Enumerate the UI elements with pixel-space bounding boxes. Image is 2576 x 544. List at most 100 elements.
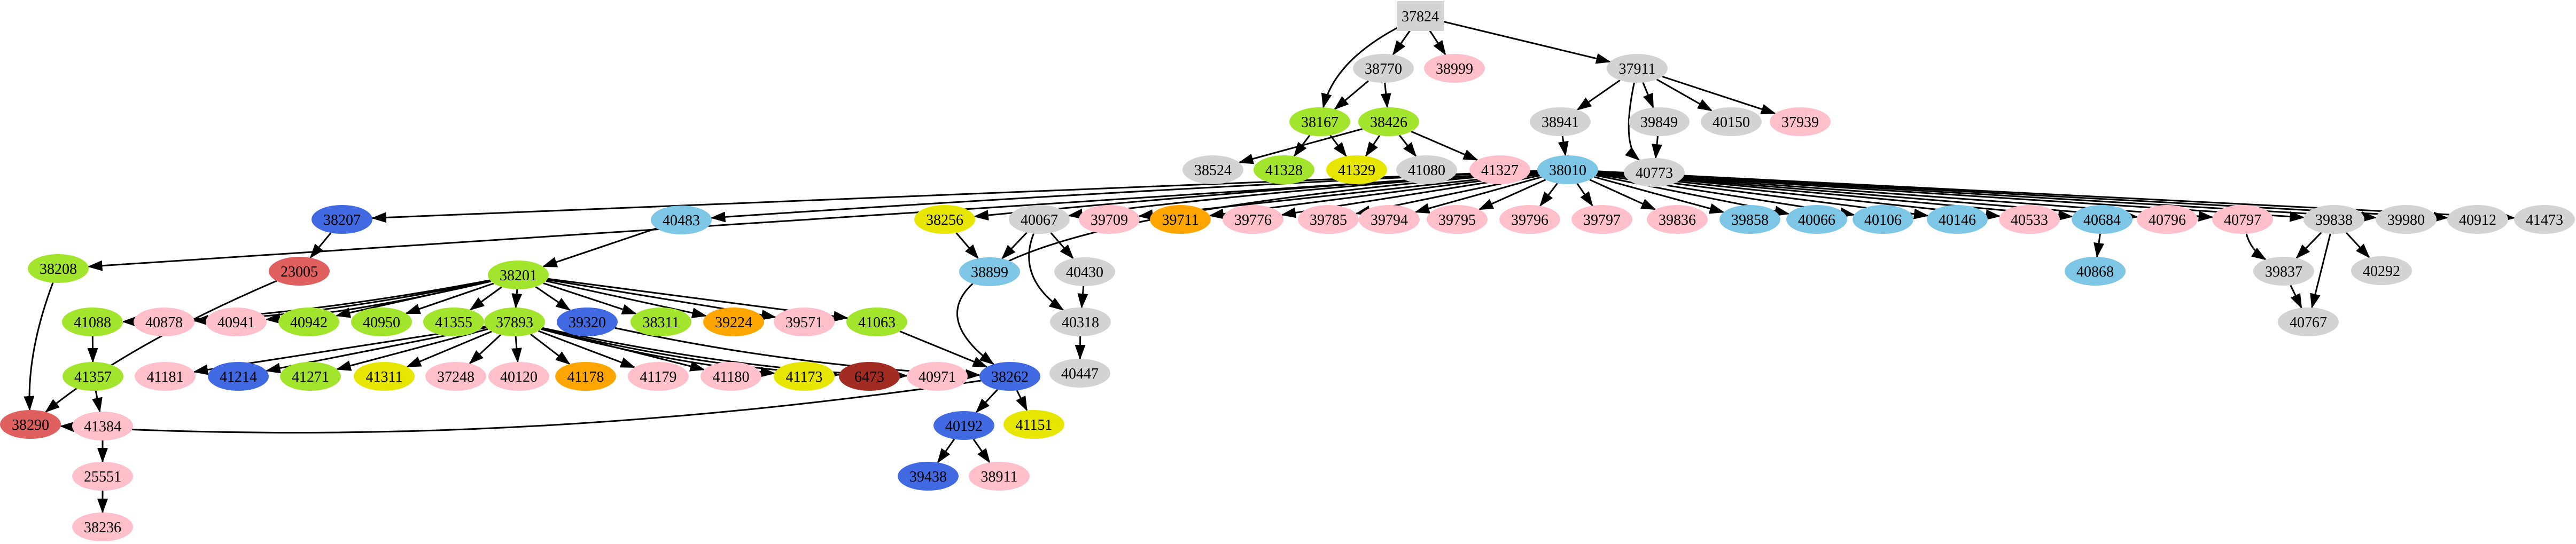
node-38290: 38290 [0,410,61,439]
node-ellipse-38770 [1353,54,1414,83]
node-38201: 38201 [488,261,549,289]
edge-40797-39837 [2245,233,2267,261]
edge-40192-39438 [937,438,955,464]
edge-38010-38262 [956,171,1538,365]
node-38167: 38167 [1289,107,1350,136]
node-38262: 38262 [979,362,1040,391]
node-39836: 39836 [1647,205,1708,234]
node-40878: 40878 [134,308,194,336]
node-38311: 38311 [631,308,691,336]
edge-38201-37893 [511,289,523,309]
node-ellipse-41088 [62,308,123,336]
node-ellipse-41355 [423,308,484,336]
node-39785: 39785 [1298,205,1359,234]
node-39776: 39776 [1223,205,1283,234]
node-ellipse-40773 [1624,158,1685,187]
node-ellipse-40120 [488,362,549,391]
node-41473: 41473 [2514,205,2575,234]
node-40106: 40106 [1853,205,1913,234]
node-ellipse-39438 [898,462,959,491]
node-39849: 39849 [1629,107,1690,136]
node-40868: 40868 [2065,257,2126,286]
edge-37824-37911 [1442,20,1612,64]
node-ellipse-38208 [28,254,89,283]
node-ellipse-40292 [2351,256,2412,285]
node-25551: 25551 [72,462,133,491]
node-39796: 39796 [1499,205,1560,234]
edge-38426-38524 [1238,128,1363,164]
node-ellipse-41271 [280,362,341,391]
edge-38010-39836 [1589,179,1656,210]
node-40120: 40120 [488,362,549,391]
edge-37893-41311 [406,330,492,368]
edge-38010-39794 [1414,176,1542,214]
node-ellipse-41179 [628,362,689,391]
edge-40067-38899 [1001,232,1028,259]
node-39224: 39224 [703,308,764,336]
edge-40067-40430 [1050,232,1074,259]
node-ellipse-41327 [1469,155,1530,184]
node-38899: 38899 [959,257,1020,286]
node-ellipse-38290 [0,410,61,439]
node-ellipse-40796 [2137,205,2198,234]
node-ellipse-38201 [488,261,549,289]
edge-37824-38999 [1428,29,1446,56]
node-41355: 41355 [423,308,484,336]
node-39438: 39438 [898,462,959,491]
edge-38010-41473 [1598,170,2516,223]
edge-39838-39837 [2295,232,2322,259]
edge-37911-39849 [1642,82,1654,109]
node-ellipse-6473 [839,362,900,391]
node-41181: 41181 [135,362,196,391]
node-ellipse-39980 [2376,205,2437,234]
node-40318: 40318 [1050,308,1111,336]
node-ellipse-38236 [72,513,133,541]
node-ellipse-37893 [484,308,545,336]
edge-37911-37939 [1662,75,1777,115]
edge-40483-38201 [542,227,657,267]
edge-38426-41080 [1398,135,1417,157]
node-41311: 41311 [354,362,415,391]
node-ellipse-41214 [208,362,269,391]
edge-38426-41327 [1411,130,1478,161]
node-41179: 41179 [628,362,689,391]
node-ellipse-39776 [1223,205,1283,234]
node-6473: 6473 [839,362,900,391]
node-41178: 41178 [555,362,616,391]
node-ellipse-40767 [2278,308,2339,336]
edge-38207-23005 [309,232,332,259]
node-40447: 40447 [1049,359,1110,388]
node-ellipse-40942 [278,308,339,336]
edge-37893-41178 [530,333,571,365]
node-38941: 38941 [1530,107,1591,136]
node-ellipse-39224 [703,308,764,336]
node-ellipse-40150 [1701,107,1762,136]
node-38256: 38256 [914,205,975,234]
node-ellipse-38167 [1289,107,1350,136]
node-ellipse-40950 [351,308,412,336]
edge-38201-39320 [535,286,571,311]
node-ellipse-41080 [1396,155,1457,184]
node-41151: 41151 [1003,410,1064,439]
edge-23005-38290 [44,280,277,413]
node-ellipse-39794 [1359,205,1420,234]
node-40192: 40192 [933,411,994,440]
edge-37893-37248 [469,334,502,365]
node-37824: 37824 [1397,1,1444,31]
node-ellipse-39795 [1427,205,1488,234]
node-40950: 40950 [351,308,412,336]
edge-38770-38426 [1380,82,1391,109]
edge-37893-40120 [511,336,522,364]
node-39797: 39797 [1571,205,1632,234]
node-40684: 40684 [2072,205,2133,234]
edge-41357-41384 [92,390,103,413]
node-ellipse-40878 [134,308,194,336]
node-39837: 39837 [2253,257,2314,286]
edge-37824-38770 [1392,29,1412,56]
node-40066: 40066 [1786,205,1847,234]
node-ellipse-39836 [1647,205,1708,234]
node-ellipse-40430 [1054,257,1115,286]
node-ellipse-38207 [312,205,372,234]
edge-38010-39796 [1539,183,1558,207]
node-ellipse-39320 [557,308,618,336]
